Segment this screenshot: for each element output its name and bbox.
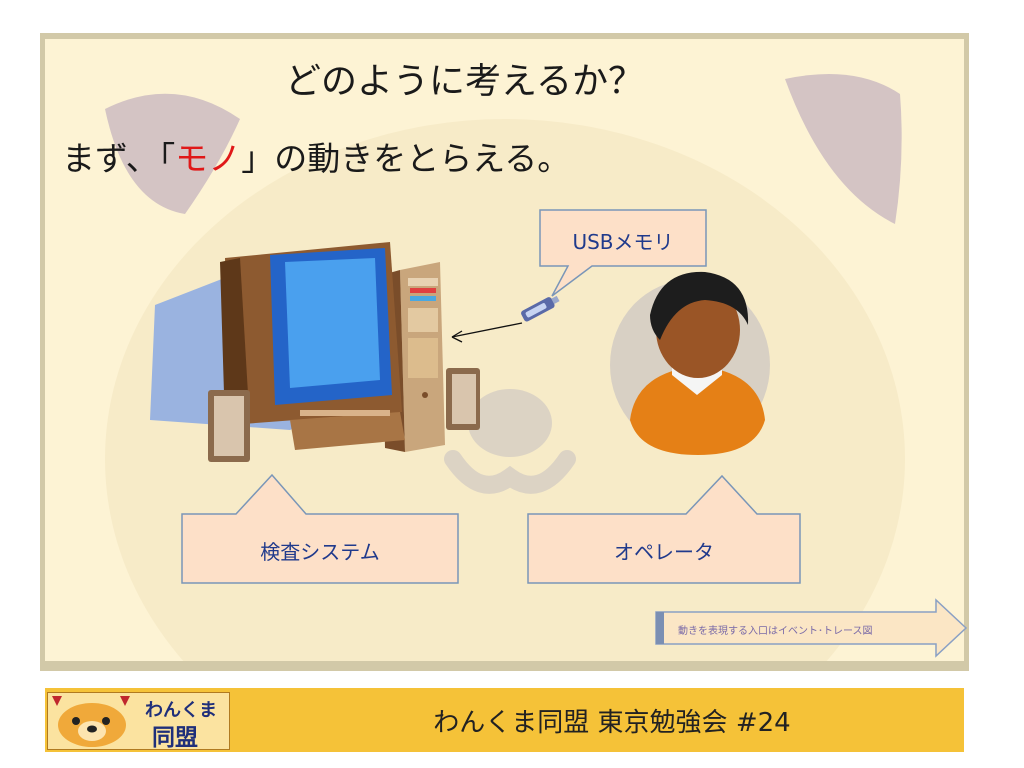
usb-to-pc-arrow <box>451 322 523 338</box>
next-slide-label[interactable]: 動きを表現する入口はイベント･トレース図 <box>678 626 873 637</box>
footer-logo <box>47 692 230 750</box>
footer-title: わんくま同盟 東京勉強会 #24 <box>433 708 791 738</box>
subtitle-prefix: まず、「 <box>62 139 176 178</box>
bear-logo-icon <box>52 696 130 747</box>
subtitle-suffix: 」の動きをとらえる。 <box>241 139 571 178</box>
usb-callout-bubble <box>539 209 707 297</box>
subtitle-accent: モノ <box>175 139 242 178</box>
logo-line1: わんくま <box>145 700 217 721</box>
system-callout-label: 検査システム <box>260 540 380 564</box>
slide-title: どのように考えるか？ <box>285 61 644 102</box>
usb-callout-label: USBメモリ <box>572 230 674 254</box>
next-slide-arrow[interactable] <box>655 598 968 658</box>
computer-monitor-icon <box>220 242 405 450</box>
slide-subtitle: まず、「モノ」の動きをとらえる。 <box>62 132 570 180</box>
usb-memory-icon <box>521 295 560 322</box>
operator-callout-bubble <box>527 474 801 584</box>
logo-line2: 同盟 <box>152 725 198 751</box>
operator-person-icon <box>610 271 770 455</box>
system-callout-bubble <box>181 473 459 584</box>
operator-callout-label: オペレータ <box>614 540 714 564</box>
